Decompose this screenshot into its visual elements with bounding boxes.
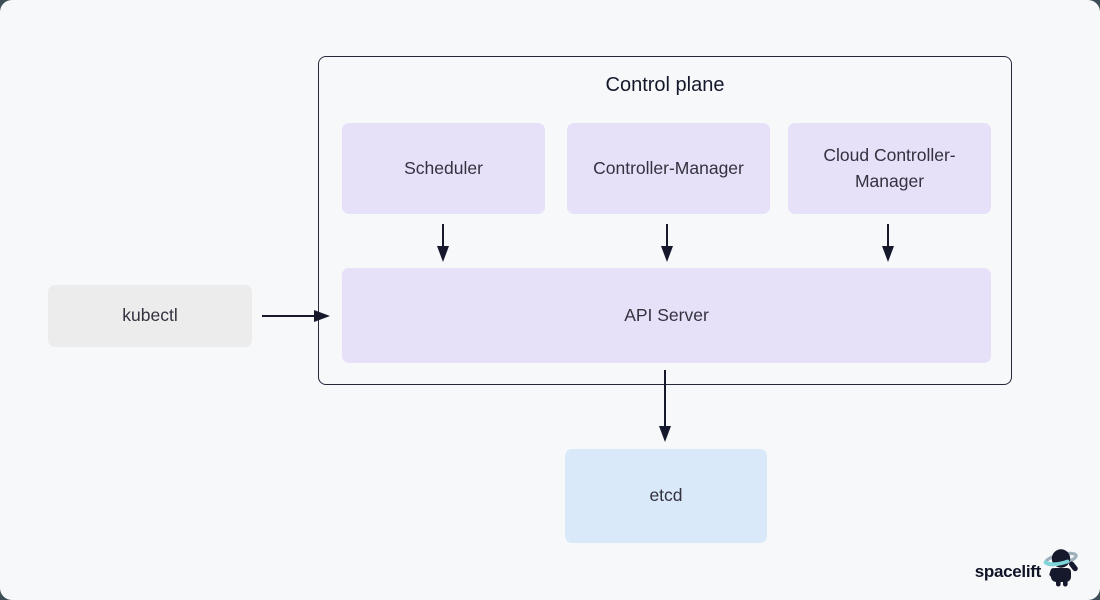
control-plane-title: Control plane [605,74,725,96]
etcd-node: etcd [565,449,767,543]
kubectl-node: kubectl [48,285,252,347]
controller-manager-node: Controller-Manager [567,123,770,214]
astronaut-icon [1043,549,1078,587]
arrow-cloud-controller-manager-to-api-server [882,224,894,262]
arrow-kubectl-to-control-plane [262,310,330,322]
kubectl-label: kubectl [122,305,178,326]
cloud-controller-manager-label: Cloud Controller-Manager [823,145,956,191]
scheduler-node: Scheduler [342,123,545,214]
spacelift-logo: spacelift [975,544,1084,588]
arrow-head-icon [882,246,894,262]
arrow-stem [442,224,444,246]
arrow-head-icon [661,246,673,262]
controller-manager-label: Controller-Manager [593,157,744,178]
etcd-label: etcd [649,485,683,506]
arrow-api-server-to-etcd [659,370,671,442]
spacelift-logo-text: spacelift [974,562,1042,581]
api-server-node: API Server [342,268,991,363]
arrow-scheduler-to-api-server [437,224,449,262]
arrow-head-icon [314,310,330,322]
arrow-stem [666,224,668,246]
arrow-head-icon [437,246,449,262]
cloud-controller-manager-node: Cloud Controller-Manager [788,123,991,214]
control-plane-box: Control plane Scheduler Controller-Manag… [318,56,1012,385]
scheduler-label: Scheduler [404,157,483,178]
arrow-stem [262,315,314,317]
arrow-controller-manager-to-api-server [661,224,673,262]
arrow-stem [664,370,666,426]
api-server-label: API Server [624,304,709,325]
arrow-head-icon [659,426,671,442]
arrow-stem [887,224,889,246]
